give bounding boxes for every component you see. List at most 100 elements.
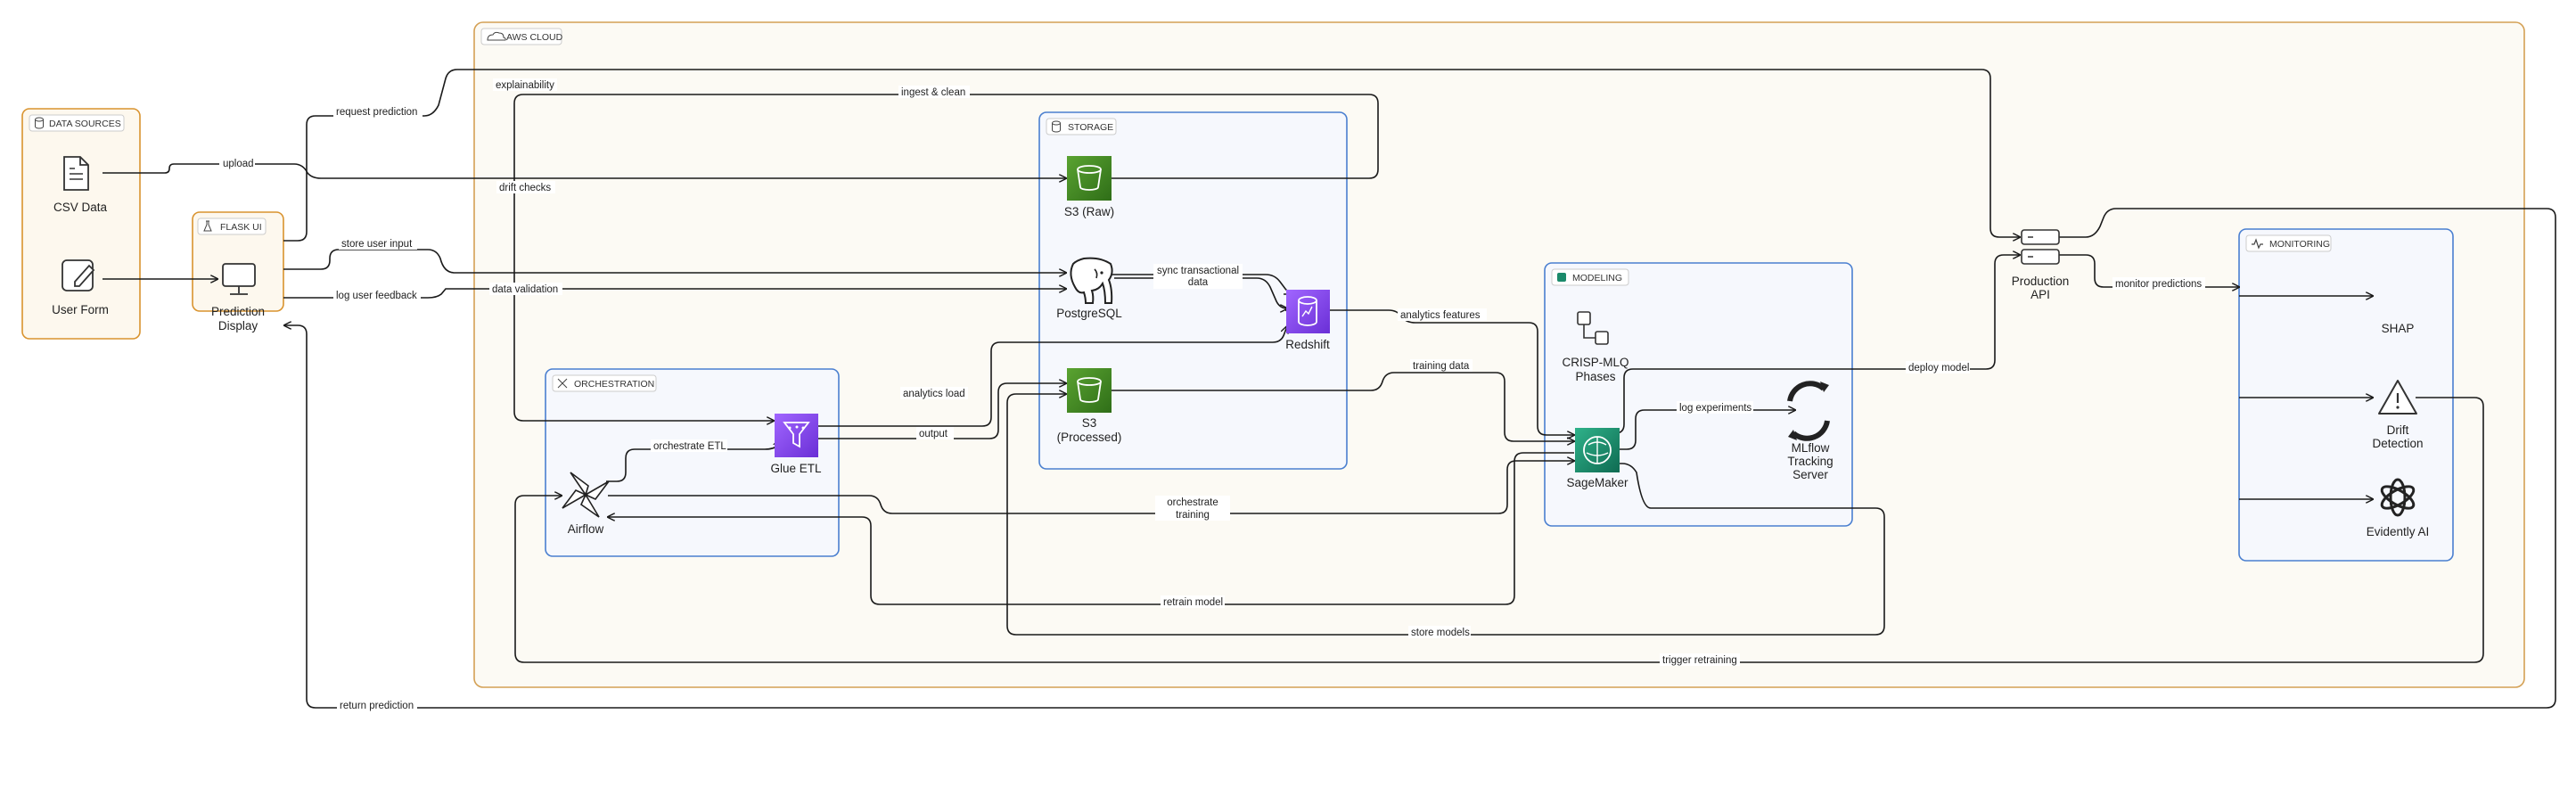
edge-label-data-validation: data validation: [492, 284, 558, 295]
edge-label-orchestrate-training-line1: orchestrate: [1167, 497, 1218, 508]
edge-label-orchestrate-training-line2: training: [1176, 510, 1210, 521]
sagemaker-node[interactable]: SageMaker: [1566, 428, 1628, 489]
mlflow-label-line1: MLflow: [1792, 441, 1830, 455]
csv-data-node[interactable]: CSV Data: [53, 156, 108, 214]
edge-label-log-user-feedback: log user feedback: [336, 291, 417, 301]
mlflow-node[interactable]: MLflow Tracking Server: [1787, 381, 1834, 481]
crisp-mlq-node[interactable]: CRISP-MLQ Phases: [1562, 311, 1629, 383]
flask-ui-group: FLASK UI: [192, 211, 284, 312]
mlflow-label-line2: Tracking: [1787, 455, 1833, 468]
edge-label-analytics-features: analytics features: [1400, 310, 1481, 321]
prediction-display-node[interactable]: Prediction Display: [211, 263, 265, 332]
glue-etl-node[interactable]: Glue ETL: [770, 414, 822, 475]
user-form-label: User Form: [52, 303, 109, 316]
edge-log-user-feedback: [283, 289, 1066, 299]
bucket-icon: [1077, 165, 1102, 191]
edge-label-orchestrate-etl: orchestrate ETL: [653, 441, 726, 452]
pencil-form-icon: [62, 259, 95, 291]
sagemaker-label: SageMaker: [1566, 476, 1628, 489]
edge-label-retrain-model: retrain model: [1163, 597, 1223, 608]
pinwheel-icon: [557, 378, 568, 389]
edge-log-experiments: [1600, 410, 1795, 449]
edge-label-drift-checks: drift checks: [499, 183, 551, 193]
crisp-mlq-label-line1: CRISP-MLQ: [1562, 356, 1628, 369]
storage-group: STORAGE: [1038, 111, 1348, 470]
edge-labels: upload request prediction explainability…: [219, 78, 2205, 711]
edge-label-analytics-load: analytics load: [903, 389, 965, 399]
shap-node[interactable]: SHAP: [2382, 322, 2415, 335]
edge-monitor-predictions: [2059, 254, 2239, 287]
edge-label-monitor-predictions: monitor predictions: [2115, 279, 2202, 290]
document-icon: [63, 156, 89, 191]
airflow-node[interactable]: Airflow: [562, 472, 610, 536]
edge-label-return-prediction: return prediction: [340, 701, 414, 711]
evidently-ai-label: Evidently AI: [2367, 525, 2430, 538]
drift-detection-label-line1: Drift: [2387, 423, 2409, 437]
edge-label-output: output: [919, 429, 948, 439]
database-icon: [35, 117, 44, 129]
modeling-label: MODELING: [1572, 273, 1622, 283]
edge-training-data: [1111, 372, 1574, 441]
aws-cloud-group: AWS CLOUD: [473, 21, 2525, 688]
monitor-icon: [222, 263, 256, 295]
brain-chip-icon: [1557, 273, 1566, 282]
edge-return-prediction: [284, 208, 2556, 709]
modeling-group: MODELING: [1544, 262, 1853, 527]
production-api-node[interactable]: Production API: [2012, 229, 2070, 301]
edge-analytics-load: [818, 326, 1287, 427]
database-icon: [1052, 120, 1061, 133]
brain-icon: [1583, 436, 1612, 464]
warning-icon: [2378, 380, 2417, 415]
s3-raw-node[interactable]: S3 (Raw): [1064, 156, 1114, 218]
server-icon: [2021, 229, 2060, 265]
edge-orchestrate-etl: [606, 442, 781, 482]
edge-label-deploy-model: deploy model: [1908, 363, 1969, 373]
postgresql-label: PostgreSQL: [1056, 307, 1122, 320]
edge-store-models: [1006, 394, 1885, 636]
airflow-label: Airflow: [568, 522, 604, 536]
edge-label-explainability: explainability: [496, 80, 554, 91]
flask-ui-label: FLASK UI: [220, 222, 262, 233]
crisp-mlq-label-line2: Phases: [1575, 370, 1615, 383]
edge-label-sync-line2: data: [1188, 277, 1209, 288]
activity-icon: [2252, 238, 2263, 250]
elephant-icon: [1070, 257, 1113, 304]
edge-label-store-user-input: store user input: [341, 239, 413, 250]
edge-label-trigger-retraining: trigger retraining: [1662, 655, 1737, 666]
pinwheel-icon: [562, 472, 610, 518]
prediction-display-label-line1: Prediction: [211, 305, 265, 318]
edge-orchestrate-training: [608, 461, 1574, 514]
edge-label-request-prediction: request prediction: [336, 107, 417, 118]
orchestration-label: ORCHESTRATION: [574, 379, 654, 390]
openai-knot-icon: [2380, 478, 2416, 517]
data-sources-group: DATA SOURCES: [21, 108, 141, 340]
edge-label-ingest-clean: ingest & clean: [901, 87, 965, 98]
bucket-icon: [1077, 377, 1102, 403]
edge-label-log-experiments: log experiments: [1679, 403, 1752, 414]
s3-processed-label-line2: (Processed): [1057, 431, 1122, 444]
edge-label-upload: upload: [223, 159, 254, 169]
production-api-label-line2: API: [2030, 288, 2050, 301]
mlflow-label-line3: Server: [1793, 468, 1828, 481]
orchestration-group: ORCHESTRATION: [545, 368, 840, 557]
redshift-icon: [1298, 296, 1317, 326]
monitoring-label: MONITORING: [2269, 239, 2330, 250]
funnel-icon: [783, 422, 810, 448]
evidently-ai-node[interactable]: Evidently AI: [2367, 478, 2430, 538]
drift-detection-node[interactable]: Drift Detection: [2372, 380, 2424, 450]
edges: [103, 69, 2556, 709]
cloud-icon: [487, 31, 506, 41]
redshift-label: Redshift: [1285, 338, 1330, 351]
s3-processed-node[interactable]: S3 (Processed): [1057, 368, 1122, 444]
edge-label-training-data: training data: [1413, 361, 1470, 372]
flask-icon: [203, 220, 212, 232]
postgresql-node[interactable]: PostgreSQL: [1056, 257, 1122, 320]
hierarchy-icon: [1577, 311, 1609, 345]
redshift-node[interactable]: Redshift: [1285, 290, 1330, 351]
edge-output: [818, 383, 1066, 439]
edge-request-prediction: [283, 69, 2020, 242]
production-api-label-line1: Production: [2012, 275, 2070, 288]
user-form-node[interactable]: User Form: [52, 259, 109, 316]
edge-sync-data-arrow: [1114, 277, 1287, 308]
